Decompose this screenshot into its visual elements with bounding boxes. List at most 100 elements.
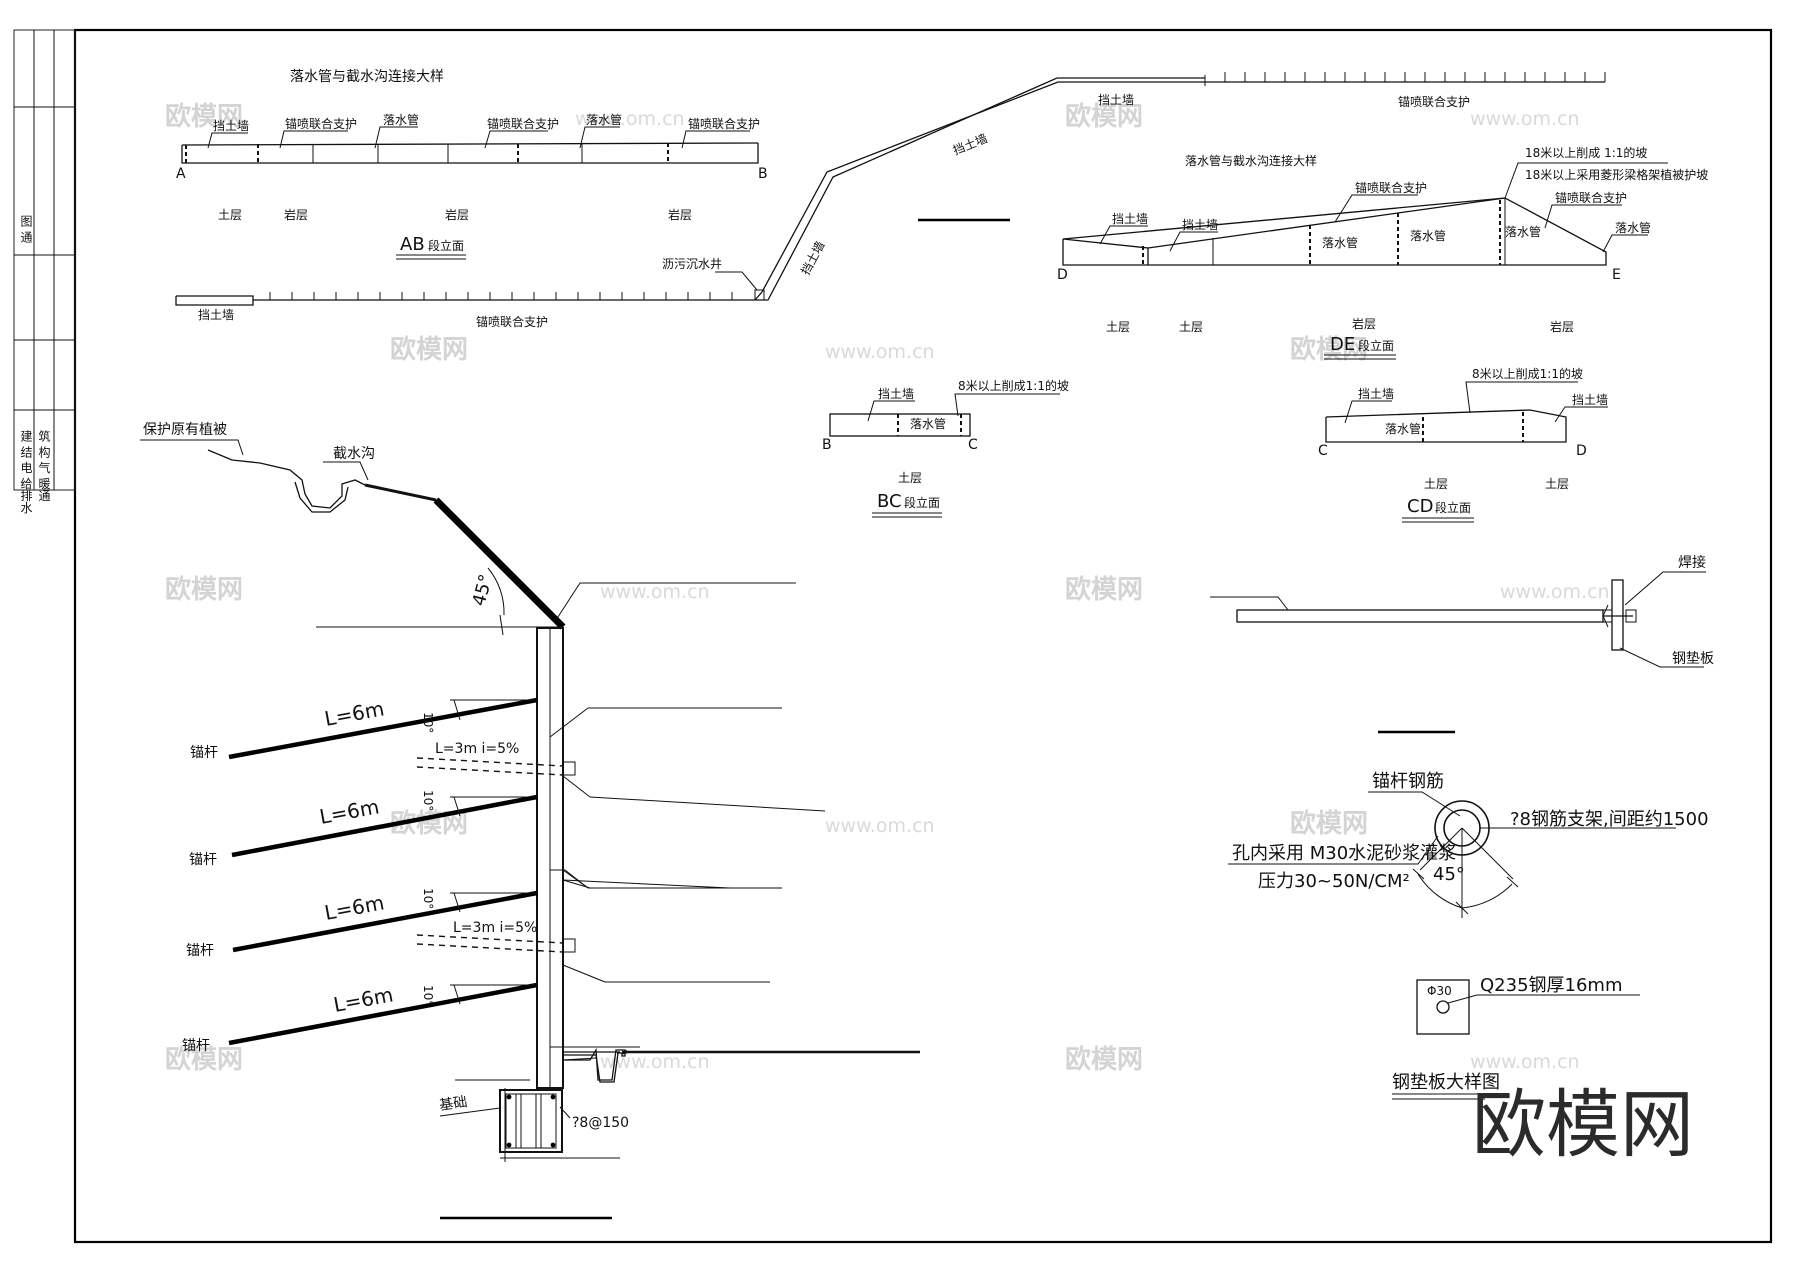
drain-pipe-label: L=3m i=5% <box>453 920 537 936</box>
cd-stratum: 土层 <box>1545 477 1569 491</box>
anchor-label: 锚杆 <box>189 852 217 868</box>
de-pipe: 落水管 <box>1615 220 1651 235</box>
de-end-d: D <box>1057 267 1068 283</box>
plan-retaining-wall-top: 挡土墙 <box>1098 93 1134 107</box>
bc-pipe: 落水管 <box>910 416 946 431</box>
watermark-logo: 欧模网 <box>1290 808 1368 839</box>
anchor-detail-angle: 45° <box>1433 864 1465 885</box>
de-caption-text: 段立面 <box>1358 338 1394 353</box>
cd-note: 8米以上削成1:1的坡 <box>1472 366 1583 381</box>
drain-pipe-1: L=3m i=5% <box>416 741 576 776</box>
bc-note: 8米以上削成1:1的坡 <box>958 378 1069 393</box>
bc-caption-code: BC <box>877 491 902 512</box>
ab-stratum: 岩层 <box>284 207 308 222</box>
anchor-3: L=6m 锚杆 10° <box>186 888 538 959</box>
de-stratum: 土层 <box>1179 320 1203 334</box>
watermark-url: www.om.cn <box>1470 1051 1580 1073</box>
plan-retaining-wall-bottom: 挡土墙 <box>198 308 234 322</box>
watermark-url: www.om.cn <box>600 1051 710 1073</box>
ab-label: 锚喷联合支护 <box>285 116 357 131</box>
anchor-angle: 10° <box>421 888 435 909</box>
ab-stratum: 土层 <box>218 208 242 222</box>
retaining-section: 保护原有植被 截水沟 45° L=6 <box>140 422 920 1220</box>
anchor-rebar-label: 锚杆钢筋 <box>1372 771 1444 792</box>
cd-elevation: 挡土墙 8米以上削成1:1的坡 挡土墙 落水管 C D 土层 土层 CD 段立面 <box>1318 366 1608 523</box>
bc-end-c: C <box>968 437 978 453</box>
ab-header: 落水管与截水沟连接大样 <box>290 68 444 85</box>
ab-label: 落水管 <box>383 112 419 127</box>
weld-detail: 焊接 钢垫板 <box>1210 554 1714 734</box>
brand-logo: 欧模网 <box>1472 1082 1694 1168</box>
cd-wall-2: 挡土墙 <box>1572 393 1608 407</box>
title-strip-col3: 图 通 <box>19 215 33 243</box>
anchor-bracket-label: ?8钢筋支架,间距约1500 <box>1510 809 1709 830</box>
cd-end-c: C <box>1318 443 1328 459</box>
anchor-label: 锚杆 <box>186 943 214 959</box>
section-vegetation: 保护原有植被 <box>143 422 227 438</box>
ab-label: 锚喷联合支护 <box>688 116 760 131</box>
section-angle: 45° <box>469 572 498 608</box>
de-note1: 18米以上削成 1:1的坡 <box>1525 145 1647 160</box>
watermark-logo: 欧模网 <box>165 574 243 605</box>
anchor-grout-label: 孔内采用 M30水泥砂浆灌浆 <box>1232 843 1456 864</box>
plan-support-bottom: 锚喷联合支护 <box>476 314 548 329</box>
support-ticks-bottom <box>269 292 733 300</box>
title-strip-col1: 建 结 电 给排水 <box>19 430 33 514</box>
watermark-logo: 欧模网 <box>1065 574 1143 605</box>
watermark-logo: 欧模网 <box>165 1044 243 1075</box>
ab-caption-text: 段立面 <box>428 238 464 253</box>
de-pipe: 落水管 <box>1322 235 1358 250</box>
ab-caption-code: AB <box>400 234 425 255</box>
de-wall-1: 挡土墙 <box>1112 212 1148 226</box>
weld-plate-label: 钢垫板 <box>1672 651 1714 667</box>
drain-pipe-2: L=3m i=5% <box>416 920 576 953</box>
watermark-url: www.om.cn <box>1470 108 1580 130</box>
de-support-1: 锚喷联合支护 <box>1355 180 1427 195</box>
drain-pipe-label: L=3m i=5% <box>435 741 519 757</box>
bc-stratum: 土层 <box>898 471 922 485</box>
watermark-logo: 欧模网 <box>165 101 243 132</box>
cd-caption-text: 段立面 <box>1435 500 1471 515</box>
ab-stratum: 岩层 <box>445 207 469 222</box>
de-caption-code: DE <box>1330 334 1355 355</box>
ab-elevation: 落水管与截水沟连接大样 挡土墙 锚喷联合支护 落水管 锚喷联合支护 落水管 锚喷… <box>176 68 768 260</box>
watermark-url: www.om.cn <box>600 581 710 603</box>
plan-slope-wall: 挡土墙 <box>951 131 990 157</box>
de-elevation: 落水管与截水沟连接大样 18米以上削成 1:1的坡 18米以上采用菱形梁格架植被… <box>1057 145 1708 360</box>
sheet-frame: 建 结 电 给排水 筑 构 气 暖通 图 通 <box>13 28 1773 1244</box>
anchor-angle: 10° <box>421 985 435 1006</box>
de-pipe: 落水管 <box>1505 224 1541 239</box>
bc-caption-text: 段立面 <box>904 495 940 510</box>
watermark-logo: 欧模网 <box>1290 334 1368 365</box>
de-pipe: 落水管 <box>1410 228 1446 243</box>
foundation-label: 基础 <box>438 1093 468 1114</box>
de-stratum: 岩层 <box>1550 319 1574 334</box>
anchor-4: L=6m 锚杆 10° <box>182 982 538 1054</box>
de-stratum: 岩层 <box>1352 316 1376 331</box>
anchor-1: L=6m 锚杆 10° <box>190 696 538 761</box>
anchor-length: L=6m <box>323 696 386 731</box>
watermark-url: www.om.cn <box>575 108 685 130</box>
cd-caption-code: CD <box>1407 496 1433 517</box>
cd-end-d: D <box>1576 443 1587 459</box>
anchor-angle: 10° <box>421 790 435 811</box>
plan-support-top: 锚喷联合支护 <box>1398 94 1470 109</box>
plate-title: 钢垫板大样图 <box>1392 1072 1500 1093</box>
watermark-logo: 欧模网 <box>1065 1044 1143 1075</box>
ab-label: 落水管 <box>586 112 622 127</box>
bc-end-b: B <box>822 437 832 453</box>
plan-slope-wall-2: 挡土墙 <box>798 239 827 277</box>
cd-wall-1: 挡土墙 <box>1358 387 1394 401</box>
anchor-length: L=6m <box>323 890 386 925</box>
foundation: 基础 ?8@150 <box>438 1079 629 1220</box>
watermark-url: www.om.cn <box>825 815 935 837</box>
watermark-url: www.om.cn <box>825 341 935 363</box>
de-support-2: 锚喷联合支护 <box>1555 190 1627 205</box>
plan-view: 挡土墙 锚喷联合支护 挡土墙 挡土墙 沥污沉水井 挡土墙 锚喷联合支护 <box>175 72 1606 329</box>
cd-stratum: 土层 <box>1424 477 1448 491</box>
cd-pipe: 落水管 <box>1385 421 1421 436</box>
title-strip-col2: 筑 构 气 暖通 <box>37 429 51 502</box>
support-ticks-top <box>1224 72 1606 82</box>
